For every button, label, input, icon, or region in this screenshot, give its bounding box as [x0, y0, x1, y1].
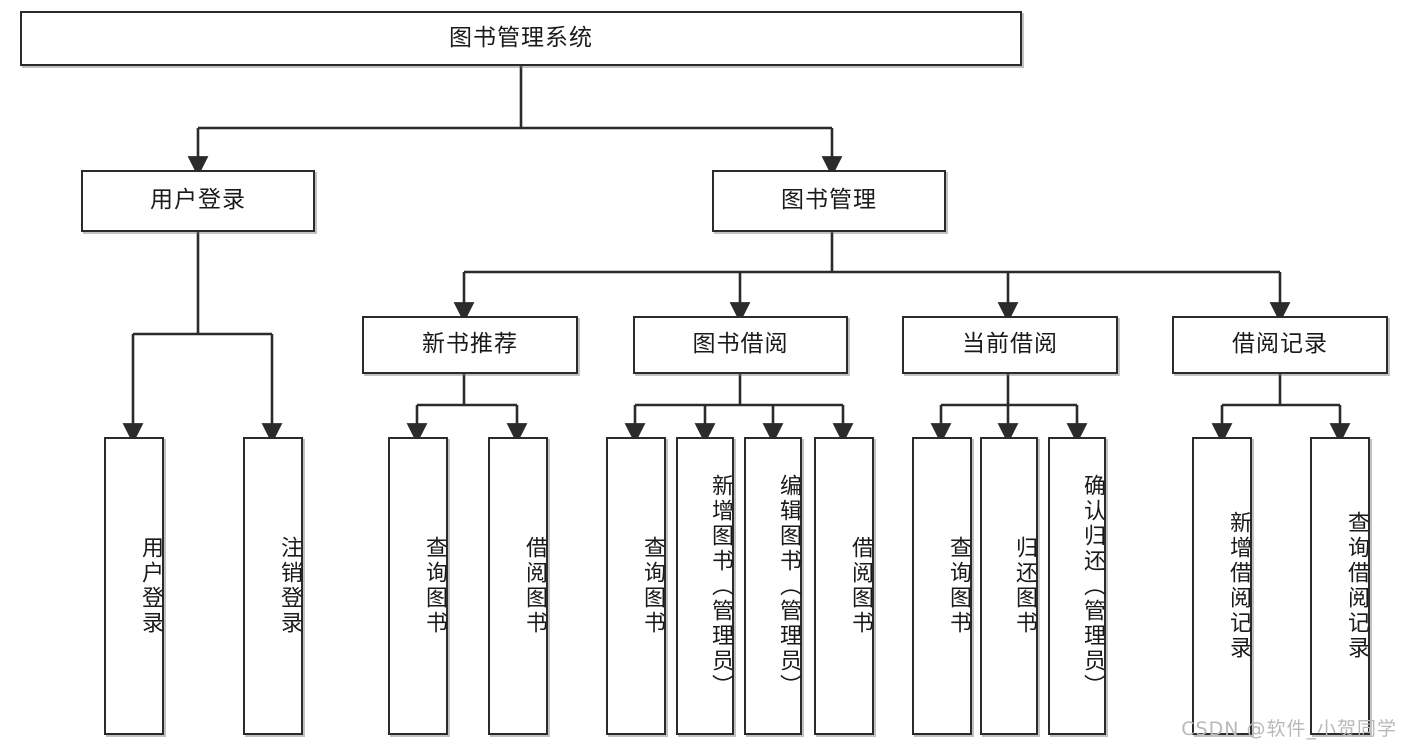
- node-book-borrow: 图书借阅: [633, 316, 848, 374]
- leaf-user-login-label: 用户登录: [138, 536, 163, 636]
- node-new-book-recommend-label: 新书推荐: [422, 331, 518, 358]
- leaf-borrow-book-1: 借阅图书: [488, 437, 548, 735]
- node-root-label: 图书管理系统: [449, 24, 593, 51]
- leaf-query-book-3: 查询图书: [912, 437, 972, 735]
- node-current-borrow: 当前借阅: [902, 316, 1118, 374]
- leaf-query-record-label: 查询借阅记录: [1344, 511, 1369, 661]
- node-borrow-record: 借阅记录: [1172, 316, 1388, 374]
- leaf-return-book: 归还图书: [980, 437, 1038, 735]
- leaf-add-book: 新增图书（管理员）: [676, 437, 734, 735]
- node-user-login: 用户登录: [81, 170, 315, 232]
- leaf-query-book-1: 查询图书: [388, 437, 448, 735]
- leaf-logout-login-label: 注销登录: [277, 536, 302, 636]
- node-book-borrow-label: 图书借阅: [692, 331, 789, 358]
- leaf-query-book-2-label: 查询图书: [640, 536, 665, 636]
- leaf-edit-book-label: 编辑图书（管理员）: [776, 473, 801, 699]
- leaf-confirm-return-label: 确认归还（管理员）: [1080, 473, 1105, 699]
- leaf-borrow-book-2-label: 借阅图书: [848, 536, 873, 636]
- leaf-query-book-3-label: 查询图书: [946, 536, 971, 636]
- node-root: 图书管理系统: [20, 11, 1022, 66]
- leaf-query-book-1-label: 查询图书: [422, 536, 447, 636]
- leaf-confirm-return: 确认归还（管理员）: [1048, 437, 1106, 735]
- leaf-edit-book: 编辑图书（管理员）: [744, 437, 802, 735]
- node-user-login-label: 用户登录: [150, 187, 246, 214]
- leaf-borrow-book-1-label: 借阅图书: [522, 536, 547, 636]
- leaf-add-record: 新增借阅记录: [1192, 437, 1252, 735]
- leaf-add-book-label: 新增图书（管理员）: [708, 473, 733, 699]
- node-new-book-recommend: 新书推荐: [362, 316, 578, 374]
- leaf-logout-login: 注销登录: [243, 437, 303, 735]
- csdn-watermark: CSDN @软件_小贺同学: [1181, 718, 1397, 740]
- leaf-user-login: 用户登录: [104, 437, 164, 735]
- leaf-query-record: 查询借阅记录: [1310, 437, 1370, 735]
- node-book-management-label: 图书管理: [781, 187, 877, 214]
- leaf-add-record-label: 新增借阅记录: [1226, 511, 1251, 661]
- leaf-return-book-label: 归还图书: [1012, 536, 1037, 636]
- node-book-management: 图书管理: [712, 170, 946, 232]
- leaf-query-book-2: 查询图书: [606, 437, 666, 735]
- leaf-borrow-book-2: 借阅图书: [814, 437, 874, 735]
- node-current-borrow-label: 当前借阅: [962, 331, 1058, 358]
- node-borrow-record-label: 借阅记录: [1232, 331, 1328, 358]
